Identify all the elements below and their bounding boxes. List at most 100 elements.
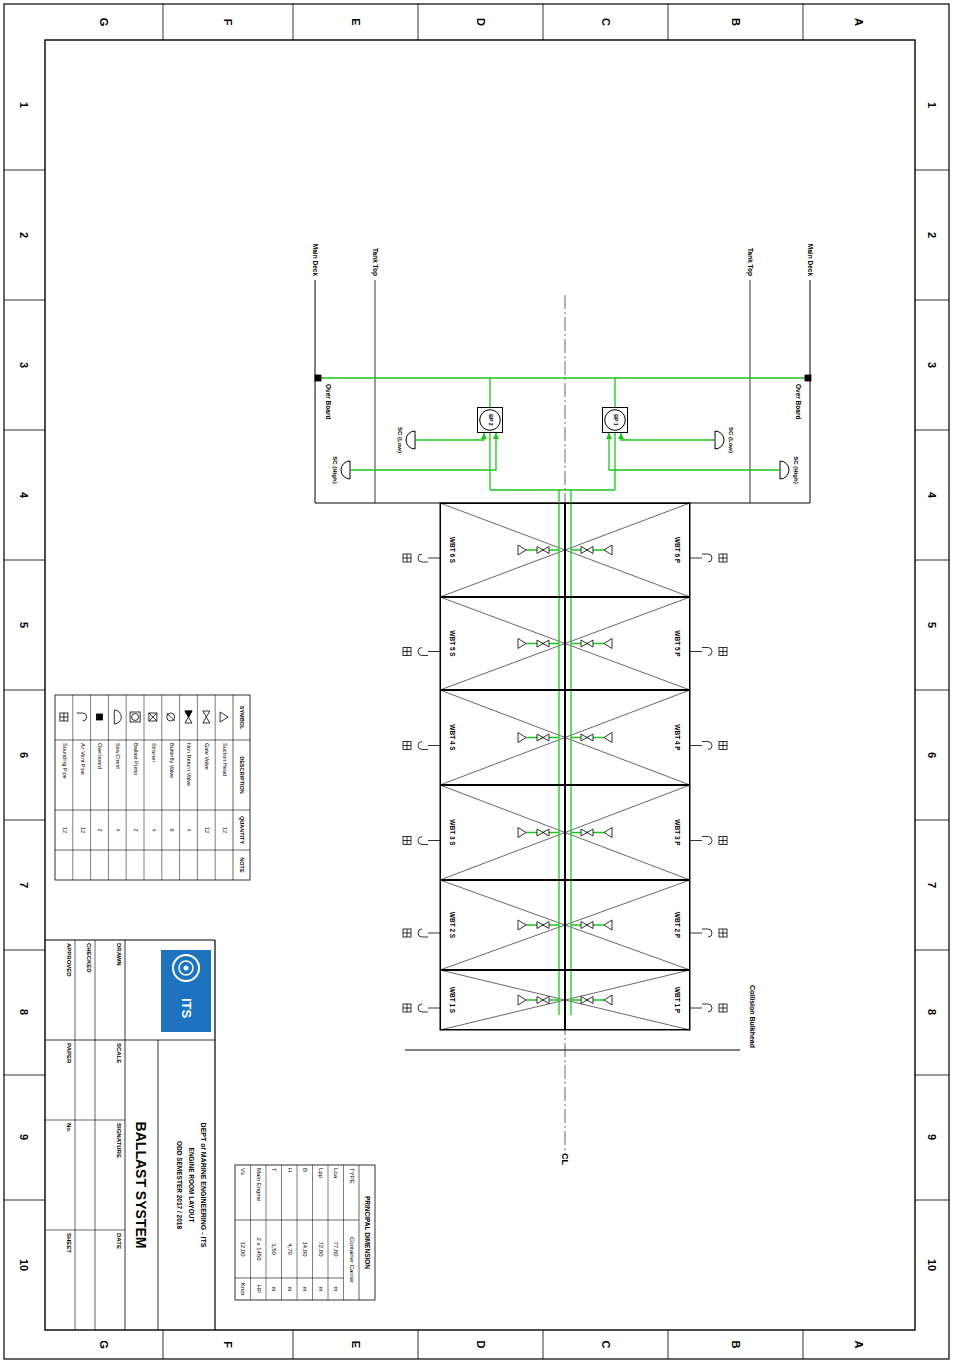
tri-symbol bbox=[518, 995, 526, 1005]
tri-symbol bbox=[604, 545, 612, 555]
tank-diagonal bbox=[440, 503, 690, 597]
tank-diagonal bbox=[440, 785, 690, 880]
vent-symbol bbox=[418, 554, 428, 562]
sea-chest-symbol bbox=[779, 460, 790, 480]
tri-symbol bbox=[604, 639, 612, 649]
node-label: WBT 1 P bbox=[673, 987, 682, 1013]
gate-valve bbox=[537, 829, 549, 836]
suction-head bbox=[518, 733, 526, 743]
node-label: BP 1 bbox=[603, 408, 627, 432]
gate-valve bbox=[537, 547, 549, 554]
title-block-rule bbox=[158, 1040, 159, 1330]
sounding-pipe bbox=[403, 554, 411, 562]
gate-valve bbox=[581, 640, 593, 647]
ob-symbol bbox=[805, 375, 811, 381]
pump-symbol bbox=[130, 712, 140, 722]
sound-symbol bbox=[403, 554, 411, 562]
strainer-symbol bbox=[149, 713, 157, 721]
table-cell: Air Vent Pipe bbox=[73, 743, 91, 808]
table-cell: 6 bbox=[162, 810, 180, 850]
sea-chest bbox=[114, 710, 121, 724]
gate-valve bbox=[537, 640, 549, 647]
pipe-connector bbox=[416, 433, 484, 440]
table-cell: m bbox=[266, 1278, 282, 1300]
bfly-symbol bbox=[167, 713, 175, 721]
air-vent-head bbox=[418, 929, 428, 937]
table-rule bbox=[126, 695, 127, 880]
zone-letter: E bbox=[344, 1331, 368, 1358]
sound-symbol bbox=[719, 742, 727, 750]
ballast-tank: WBT 4 S bbox=[440, 690, 565, 785]
logo-emblem bbox=[179, 961, 193, 975]
table-cell: 4 bbox=[108, 810, 126, 850]
sheet-border bbox=[4, 4, 949, 1359]
gate-valve bbox=[581, 922, 593, 929]
table-cell: 77,80 bbox=[328, 1220, 344, 1278]
sounding-pipe bbox=[60, 713, 68, 721]
table-header: SYMBOL bbox=[233, 695, 250, 740]
air-vent-head bbox=[418, 554, 428, 562]
zone-letter: C bbox=[594, 1331, 618, 1358]
air-vent-pipe bbox=[690, 840, 702, 841]
table-header: DESCRIPTION bbox=[233, 740, 250, 810]
table-cell: Butterfly Valve bbox=[162, 743, 180, 808]
table-header: NOTE bbox=[233, 850, 250, 880]
air-vent-pipe bbox=[428, 745, 440, 746]
vent-symbol bbox=[418, 648, 428, 656]
table-cell: m bbox=[282, 1278, 298, 1300]
table-cell: T bbox=[266, 1168, 282, 1218]
table-cell: Sea Chest bbox=[108, 743, 126, 808]
gate-valve bbox=[203, 711, 210, 723]
air-vent-pipe bbox=[428, 558, 440, 559]
bulkhead-label: Collision Bulkhead bbox=[747, 960, 757, 1048]
ballast-tank: WBT 2 P bbox=[565, 880, 690, 970]
table-cell: Knot bbox=[235, 1278, 251, 1300]
air-vent-pipe bbox=[428, 840, 440, 841]
vent-symbol bbox=[702, 1004, 712, 1012]
suction-head bbox=[518, 545, 526, 555]
sounding-grid bbox=[719, 651, 727, 652]
ballast-pipe bbox=[614, 378, 615, 407]
table-cell: 12 bbox=[215, 810, 233, 850]
sounding-pipe bbox=[403, 1004, 411, 1012]
tank-diagonal bbox=[440, 597, 690, 690]
suction-head bbox=[604, 920, 612, 930]
tri-symbol bbox=[518, 733, 526, 743]
sounding-pipe bbox=[403, 742, 411, 750]
tank-diagonal bbox=[440, 503, 690, 597]
collision-bulkhead bbox=[405, 1050, 740, 1051]
pump-rotor bbox=[132, 714, 139, 721]
air-vent-head bbox=[418, 837, 428, 845]
vent-symbol bbox=[418, 929, 428, 937]
zone-tick bbox=[915, 170, 949, 171]
deck-label: Main Deck bbox=[310, 222, 320, 276]
air-vent-head bbox=[702, 648, 712, 656]
ballast-tank: WBT 3 S bbox=[440, 785, 565, 880]
zone-tick bbox=[915, 560, 949, 561]
sounding-grid bbox=[719, 840, 727, 841]
sounding-pipe bbox=[403, 648, 411, 656]
table-cell: Container Carrier bbox=[344, 1220, 360, 1300]
air-vent-pipe bbox=[428, 933, 440, 934]
centre-line-mark: CL bbox=[559, 1153, 571, 1171]
gate-symbol bbox=[581, 734, 593, 741]
zone-number: 7 bbox=[7, 865, 41, 905]
semester-note: ODD SEMESTER 2017 / 2018 bbox=[174, 1045, 185, 1325]
table-cell: Overboard bbox=[91, 743, 109, 808]
sound-symbol bbox=[60, 713, 68, 721]
strainer bbox=[149, 713, 157, 721]
title-block-field: SCALE bbox=[114, 1043, 123, 1117]
zone-number: 2 bbox=[7, 215, 41, 255]
title-block-rule bbox=[95, 940, 96, 1330]
table-cell: Gate Valve bbox=[197, 743, 215, 808]
table-cell: Sounding Pipe bbox=[55, 743, 73, 808]
zone-tick bbox=[915, 950, 949, 951]
sea-chest-outline bbox=[341, 461, 350, 479]
zone-tick bbox=[915, 300, 949, 301]
zone-tick bbox=[668, 1330, 669, 1359]
table-header: QUANTITY bbox=[233, 810, 250, 850]
table-rule bbox=[144, 695, 145, 880]
overboard-outlet bbox=[315, 375, 321, 381]
sounding-pipe bbox=[403, 929, 411, 937]
vent-symbol bbox=[418, 1004, 428, 1012]
